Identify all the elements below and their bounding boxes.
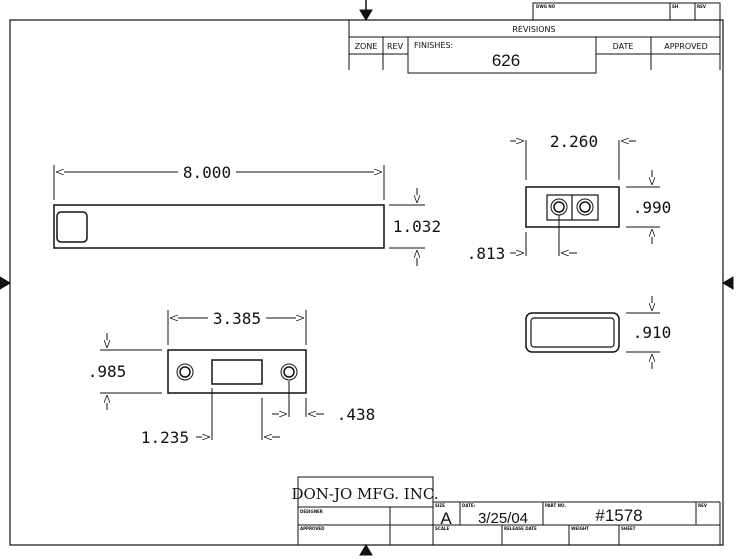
company-name: DON-JO MFG. INC. [291, 485, 438, 503]
date-header: DATE [613, 42, 634, 51]
plate-view: 3.385 .985 1.235 .438 [88, 309, 376, 447]
center-arrow-left-icon [0, 276, 11, 290]
plate-height-dimension: .985 [88, 362, 127, 381]
size-label: SIZE [435, 503, 445, 508]
revisions-block: REVISIONS ZONE REV FINISHES: 626 DATE AP… [348, 20, 721, 74]
title-rev-label: REV [698, 503, 708, 508]
slot-offset-dimension: 1.235 [141, 428, 189, 447]
dwg-no-label: DWG NO [536, 4, 556, 9]
end-view: 2.260 .990 .813 [467, 132, 672, 263]
part-no-label: PART NO. [545, 503, 566, 508]
length-dimension: 8.000 [183, 163, 231, 182]
plate-width-dimension: 3.385 [213, 309, 261, 328]
dwg-rev-label: REV [697, 4, 707, 9]
release-date-label: RELEASE DATE [504, 526, 537, 531]
designer-label: DESIGNER [300, 509, 323, 514]
zone-header: ZONE [355, 42, 378, 51]
finishes-label: FINISHES: [414, 41, 453, 50]
center-arrow-bottom-icon [359, 544, 373, 556]
date-label: DATE: [462, 503, 476, 508]
approved-label: APPROVED [300, 526, 325, 531]
height-dimension: 1.032 [393, 217, 441, 236]
rev-header: REV [387, 42, 404, 51]
date-value: 3/25/04 [478, 510, 528, 527]
center-arrow-right-icon [722, 276, 734, 290]
approved-header: APPROVED [664, 42, 708, 51]
part-no-value: #1578 [595, 506, 642, 525]
dwg-no-block: DWG NO SH REV [532, 2, 721, 21]
end-height-dimension: .990 [633, 198, 672, 217]
sheet-label: SHEET [621, 526, 636, 531]
long-bar-view: 8.000 1.032 [53, 163, 441, 266]
revisions-title: REVISIONS [512, 25, 555, 34]
end-width-dimension: 2.260 [550, 132, 598, 151]
size-value: A [440, 509, 452, 528]
title-block: DON-JO MFG. INC. DESIGNER APPROVED SIZE … [291, 476, 721, 545]
center-arrow-top-icon [359, 9, 373, 21]
hole-edge-dimension: .438 [337, 405, 376, 424]
side-height-dimension: .910 [633, 323, 672, 342]
weight-label: WEIGHT [571, 526, 589, 531]
sh-label: SH [672, 4, 678, 9]
scale-label: SCALE [435, 526, 449, 531]
finishes-value: 626 [492, 51, 520, 70]
side-view: .910 [525, 296, 672, 369]
hole-offset-dimension: .813 [467, 244, 506, 263]
drawing-border [9, 19, 724, 546]
